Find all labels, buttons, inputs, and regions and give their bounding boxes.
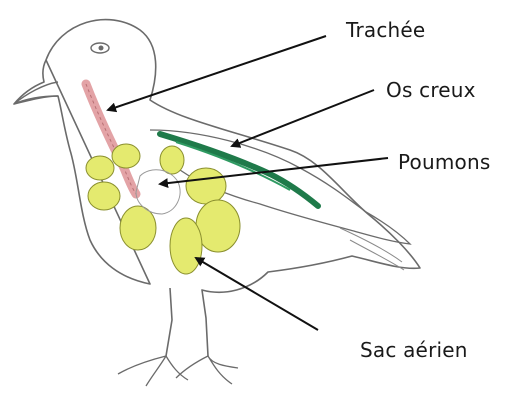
air-sacs — [86, 144, 240, 274]
label-trachee: Trachée — [346, 18, 425, 42]
arrow-trachee — [108, 36, 326, 110]
label-poumons: Poumons — [398, 150, 490, 174]
arrow-os-creux — [232, 90, 374, 146]
arrow-sac-aerien — [196, 258, 318, 330]
label-os-creux: Os creux — [386, 78, 476, 102]
legs — [118, 356, 238, 386]
label-sac-aerien: Sac aérien — [360, 338, 468, 362]
